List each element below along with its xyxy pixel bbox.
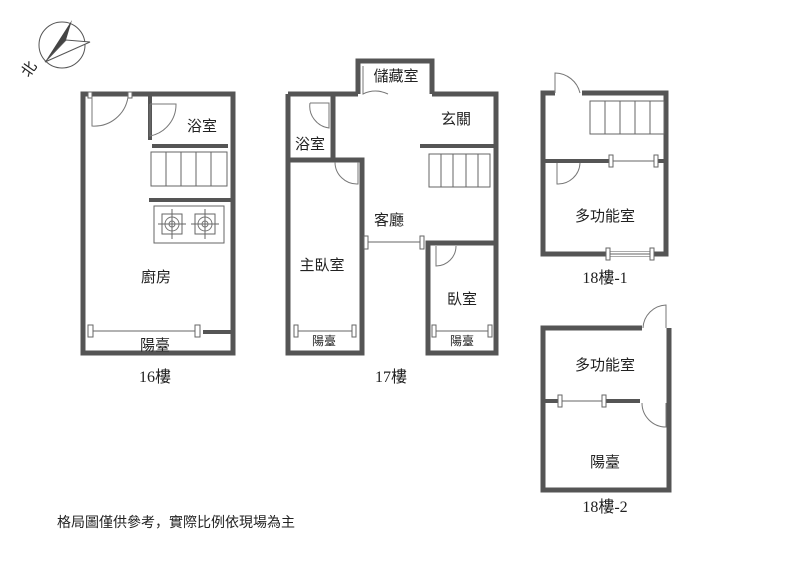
- room-label-bedroom: 臥室: [447, 290, 477, 308]
- floor-title-16: 16樓: [139, 368, 171, 386]
- sliding-door-icon: [363, 235, 369, 250]
- room-label-balcony-master: 陽臺: [312, 333, 336, 348]
- room-label-storage: 儲藏室: [373, 67, 418, 85]
- room-label-balcony: 陽臺: [590, 453, 620, 471]
- room-label-multipurpose: 多功能室: [575, 356, 635, 374]
- north-label: 北: [17, 58, 40, 81]
- floor-title-17: 17樓: [375, 368, 407, 386]
- stove-icon: [153, 205, 225, 244]
- room-label-bathroom: 浴室: [295, 135, 325, 153]
- door-icon: [556, 162, 581, 185]
- floor-title-18-2: 18樓-2: [582, 498, 627, 516]
- door-icon: [554, 72, 581, 94]
- room-label-multipurpose: 多功能室: [575, 207, 635, 225]
- door-icon: [309, 102, 330, 129]
- room-label-kitchen: 廚房: [141, 268, 171, 286]
- floor-title-18-1: 18樓-1: [582, 269, 627, 287]
- floor-18-1-plan: 多功能室 18樓-1: [540, 72, 669, 287]
- compass-icon: 北: [17, 20, 91, 81]
- sliding-door-icon: [87, 324, 94, 338]
- stairs-icon: [428, 153, 491, 188]
- room-label-balcony-bedroom: 陽臺: [450, 333, 474, 348]
- room-label-bathroom: 浴室: [187, 117, 217, 135]
- door-icon: [334, 161, 359, 185]
- door-icon: [362, 66, 389, 95]
- stairs-icon: [150, 151, 228, 187]
- floor-16-plan: 浴室 廚房 陽臺 16樓: [80, 91, 236, 386]
- room-label-master-bedroom: 主臥室: [299, 256, 344, 274]
- room-label-living: 客廳: [374, 211, 404, 229]
- door-icon: [91, 96, 129, 127]
- room-label-balcony: 陽臺: [140, 336, 170, 354]
- door-icon: [149, 103, 177, 137]
- floor-17-plan: 儲藏室 浴室 玄關 客廳 主臥室 臥室 陽臺 陽臺 17樓: [285, 58, 499, 386]
- floor-18-2-plan: 多功能室 陽臺 18樓-2: [540, 304, 672, 516]
- disclaimer-note: 格局圖僅供參考，實際比例依現場為主: [57, 514, 295, 531]
- door-icon: [642, 304, 667, 329]
- stairs-icon: [589, 100, 665, 135]
- door-icon: [435, 245, 457, 267]
- room-label-entrance: 玄關: [441, 110, 471, 128]
- door-icon: [641, 402, 667, 428]
